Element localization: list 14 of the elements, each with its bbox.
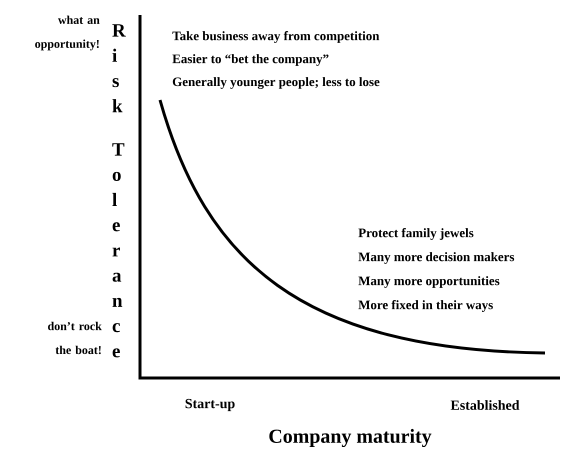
note-text: Protect family jewels xyxy=(358,228,474,240)
axis-label: Start-up xyxy=(186,398,235,412)
axis-label: Established xyxy=(450,400,520,410)
annotation-text: don’t rock the boat! xyxy=(48,322,102,354)
note-text: Generally younger people; less to lose xyxy=(172,77,380,89)
note-text: Many more decision makers xyxy=(358,252,514,264)
note-text: Many more opportunities xyxy=(358,276,500,288)
axis-title: Risk xyxy=(112,24,126,112)
note-text: Take business away from competition xyxy=(172,31,380,43)
note-text: Easier to “bet the company” xyxy=(172,54,328,66)
annotation-text: what an opportunity! xyxy=(35,16,100,50)
axis-title: Tolerance xyxy=(112,143,124,358)
note-text: More fixed in their ways xyxy=(358,300,493,312)
axis-title: Company maturity xyxy=(269,428,432,448)
